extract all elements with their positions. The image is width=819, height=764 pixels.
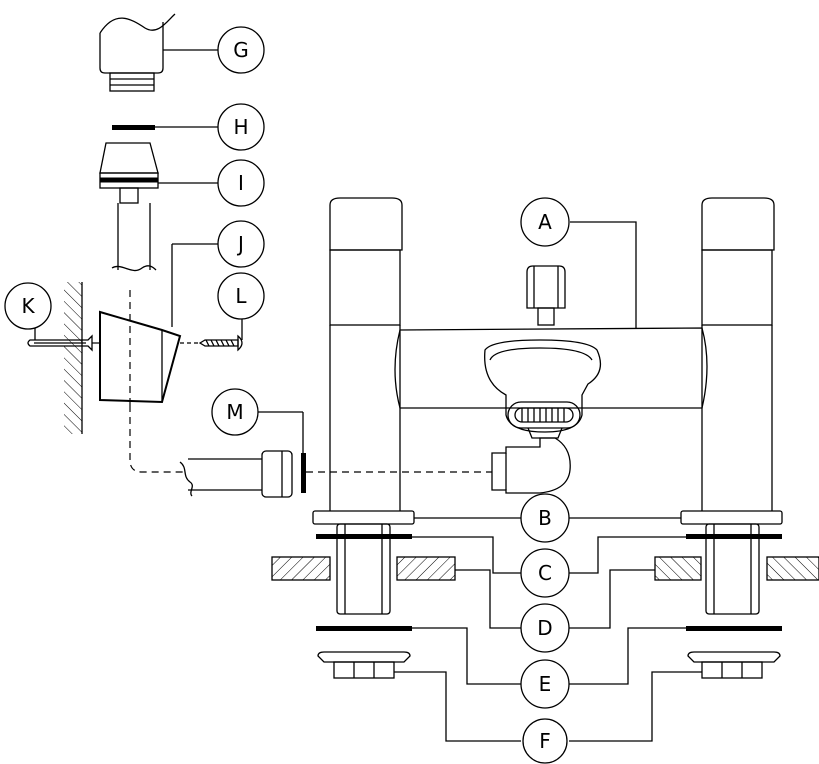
washer-e-left: [316, 626, 412, 631]
washer-h: [112, 125, 155, 130]
backnut-left: [317, 651, 411, 679]
svg-text:I: I: [238, 171, 244, 195]
leader-lines: [394, 221, 702, 742]
callout-e: E: [520, 659, 570, 709]
hose: [179, 450, 293, 498]
callout-m: M: [211, 388, 259, 436]
callout-c: C: [520, 548, 570, 598]
screw: [198, 334, 243, 352]
svg-text:K: K: [21, 294, 35, 318]
wall-bracket: [99, 310, 182, 404]
svg-text:D: D: [537, 616, 552, 640]
callout-l: L: [217, 272, 265, 320]
svg-text:H: H: [233, 115, 248, 139]
callout-j: J: [217, 220, 265, 268]
callout-b: B: [520, 493, 570, 543]
tap-body: [312, 197, 783, 615]
washer-c-right: [686, 534, 782, 539]
backnut-right: [687, 651, 781, 679]
callout-h: H: [217, 103, 265, 151]
svg-text:L: L: [235, 284, 247, 308]
svg-text:M: M: [226, 400, 243, 424]
svg-text:F: F: [539, 729, 551, 753]
callout-a: A: [520, 197, 570, 247]
callout-i: I: [217, 159, 265, 207]
callout-k: K: [4, 282, 52, 330]
svg-text:A: A: [538, 210, 552, 234]
callout-d: D: [520, 603, 570, 653]
svg-text:C: C: [538, 561, 552, 585]
svg-text:G: G: [233, 38, 249, 62]
aerator-grille: [514, 407, 574, 423]
hose-connector: [99, 142, 159, 272]
svg-text:E: E: [539, 672, 552, 696]
wall: [64, 282, 83, 434]
deck-surface: [271, 556, 819, 581]
washer-e-right: [686, 626, 782, 631]
svg-text:J: J: [236, 232, 244, 256]
washer-c-left: [316, 534, 412, 539]
washer-m: [301, 453, 306, 493]
svg-text:B: B: [538, 506, 552, 530]
handset-part: [99, 13, 176, 92]
callout-g: G: [217, 26, 265, 74]
callout-f: F: [522, 718, 568, 764]
